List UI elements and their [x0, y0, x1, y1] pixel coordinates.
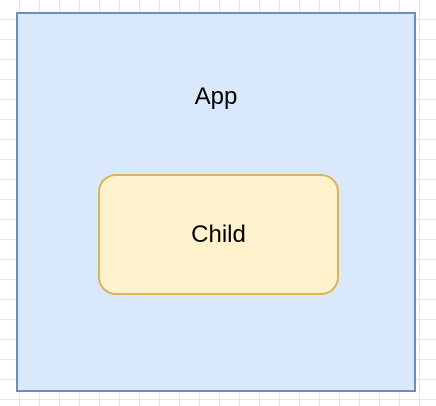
app-node-label: App — [194, 83, 238, 110]
child-node-label: Child — [191, 220, 246, 248]
app-node[interactable]: App Child — [16, 12, 416, 392]
child-node[interactable]: Child — [98, 174, 339, 295]
